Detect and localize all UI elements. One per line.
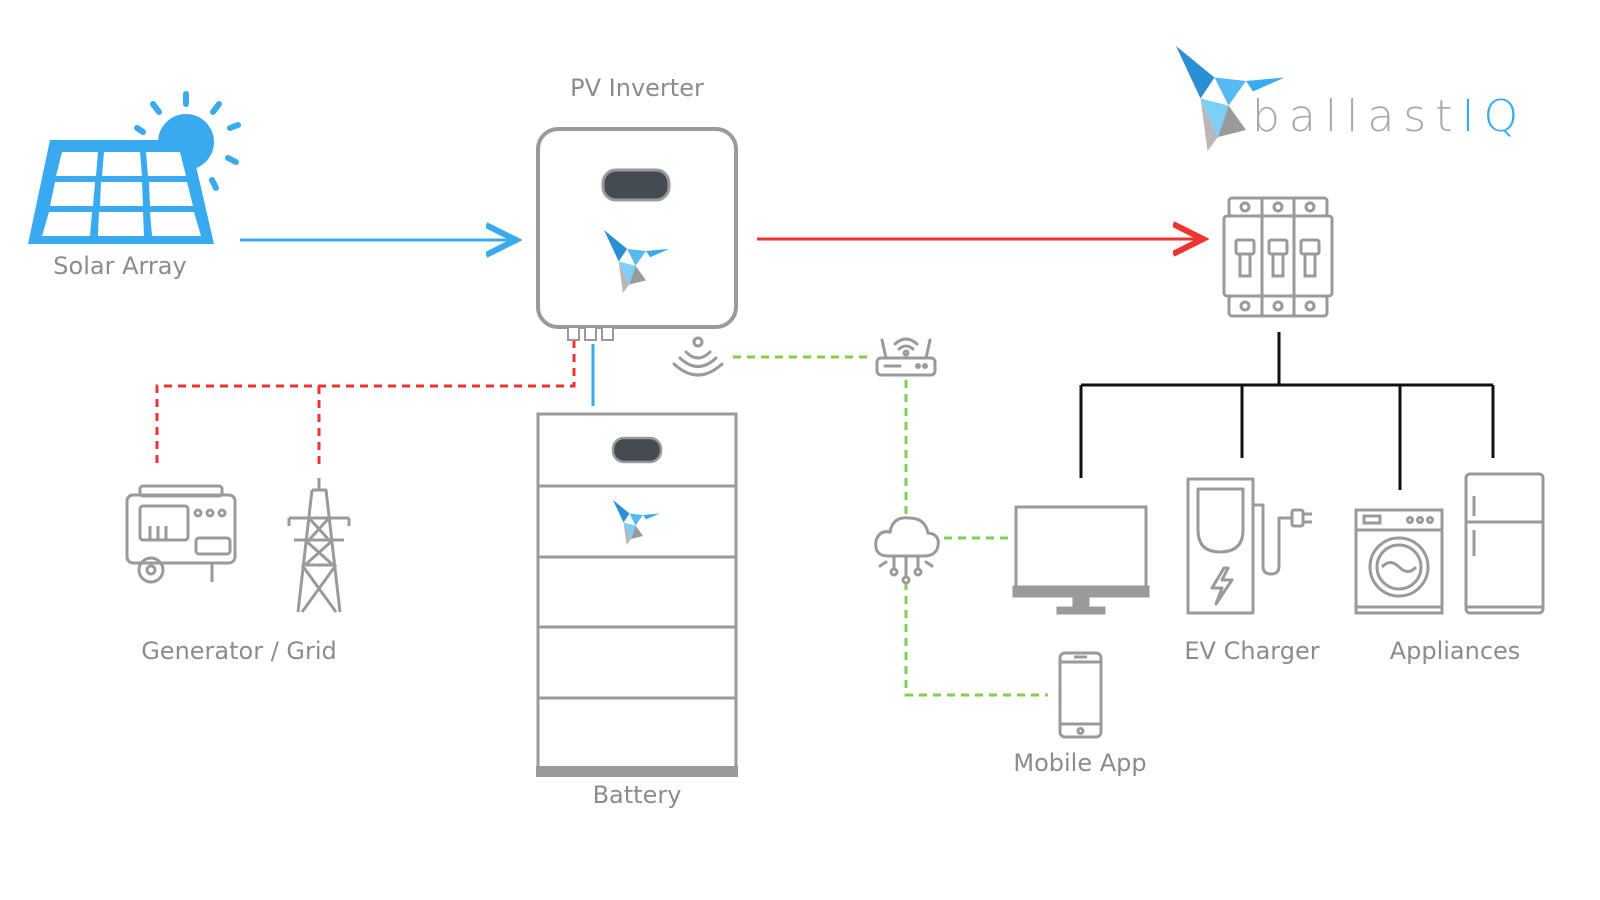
- mobile-app: Mobile App: [1013, 651, 1147, 777]
- wifi-signal-icon: [672, 336, 724, 377]
- appliances-label: Appliances: [1390, 637, 1521, 665]
- solar-panel-icon: [28, 140, 214, 244]
- generator-grid: Generator / Grid: [125, 478, 351, 665]
- connections: [155, 239, 1495, 697]
- solar-array: Solar Array: [28, 91, 241, 280]
- battery-label: Battery: [593, 781, 682, 809]
- mobile-app-label: Mobile App: [1013, 749, 1146, 777]
- transmission-tower-icon: [287, 478, 351, 613]
- panel-to-loads-lines: [1079, 332, 1495, 490]
- generator-icon: [125, 484, 237, 584]
- monitor-icon: [1012, 505, 1150, 615]
- smartphone-icon: [1058, 651, 1103, 739]
- inverter-ports: [567, 326, 614, 341]
- solar-array-label: Solar Array: [53, 252, 186, 280]
- generator-grid-label: Generator / Grid: [141, 637, 337, 665]
- pv-inverter-label: PV Inverter: [570, 74, 704, 102]
- breaker-panel-icon: [1222, 196, 1334, 318]
- router-icon: [875, 337, 937, 377]
- ballastiq-logo: ballastIQ: [1176, 46, 1527, 151]
- battery-stack-icon: [536, 412, 738, 777]
- appliances: Appliances: [1354, 472, 1545, 665]
- inverter-icon: [536, 127, 738, 341]
- cloud-icon: [874, 516, 940, 585]
- ev-charger-label: EV Charger: [1184, 637, 1319, 665]
- washing-machine-icon: [1354, 508, 1444, 615]
- logo-prefix: ballast: [1252, 91, 1461, 142]
- ev-charger-icon: [1186, 477, 1312, 615]
- logo-wordmark: ballastIQ: [1252, 91, 1527, 142]
- pv-inverter: PV Inverter: [536, 74, 738, 341]
- refrigerator-icon: [1464, 472, 1545, 615]
- battery: Battery: [536, 412, 738, 809]
- ev-charger: EV Charger: [1184, 477, 1320, 665]
- cloud-to-mobile-line: [904, 582, 1048, 697]
- logo-suffix: IQ: [1461, 91, 1527, 142]
- inverter-to-generator-grid-line: [155, 340, 576, 466]
